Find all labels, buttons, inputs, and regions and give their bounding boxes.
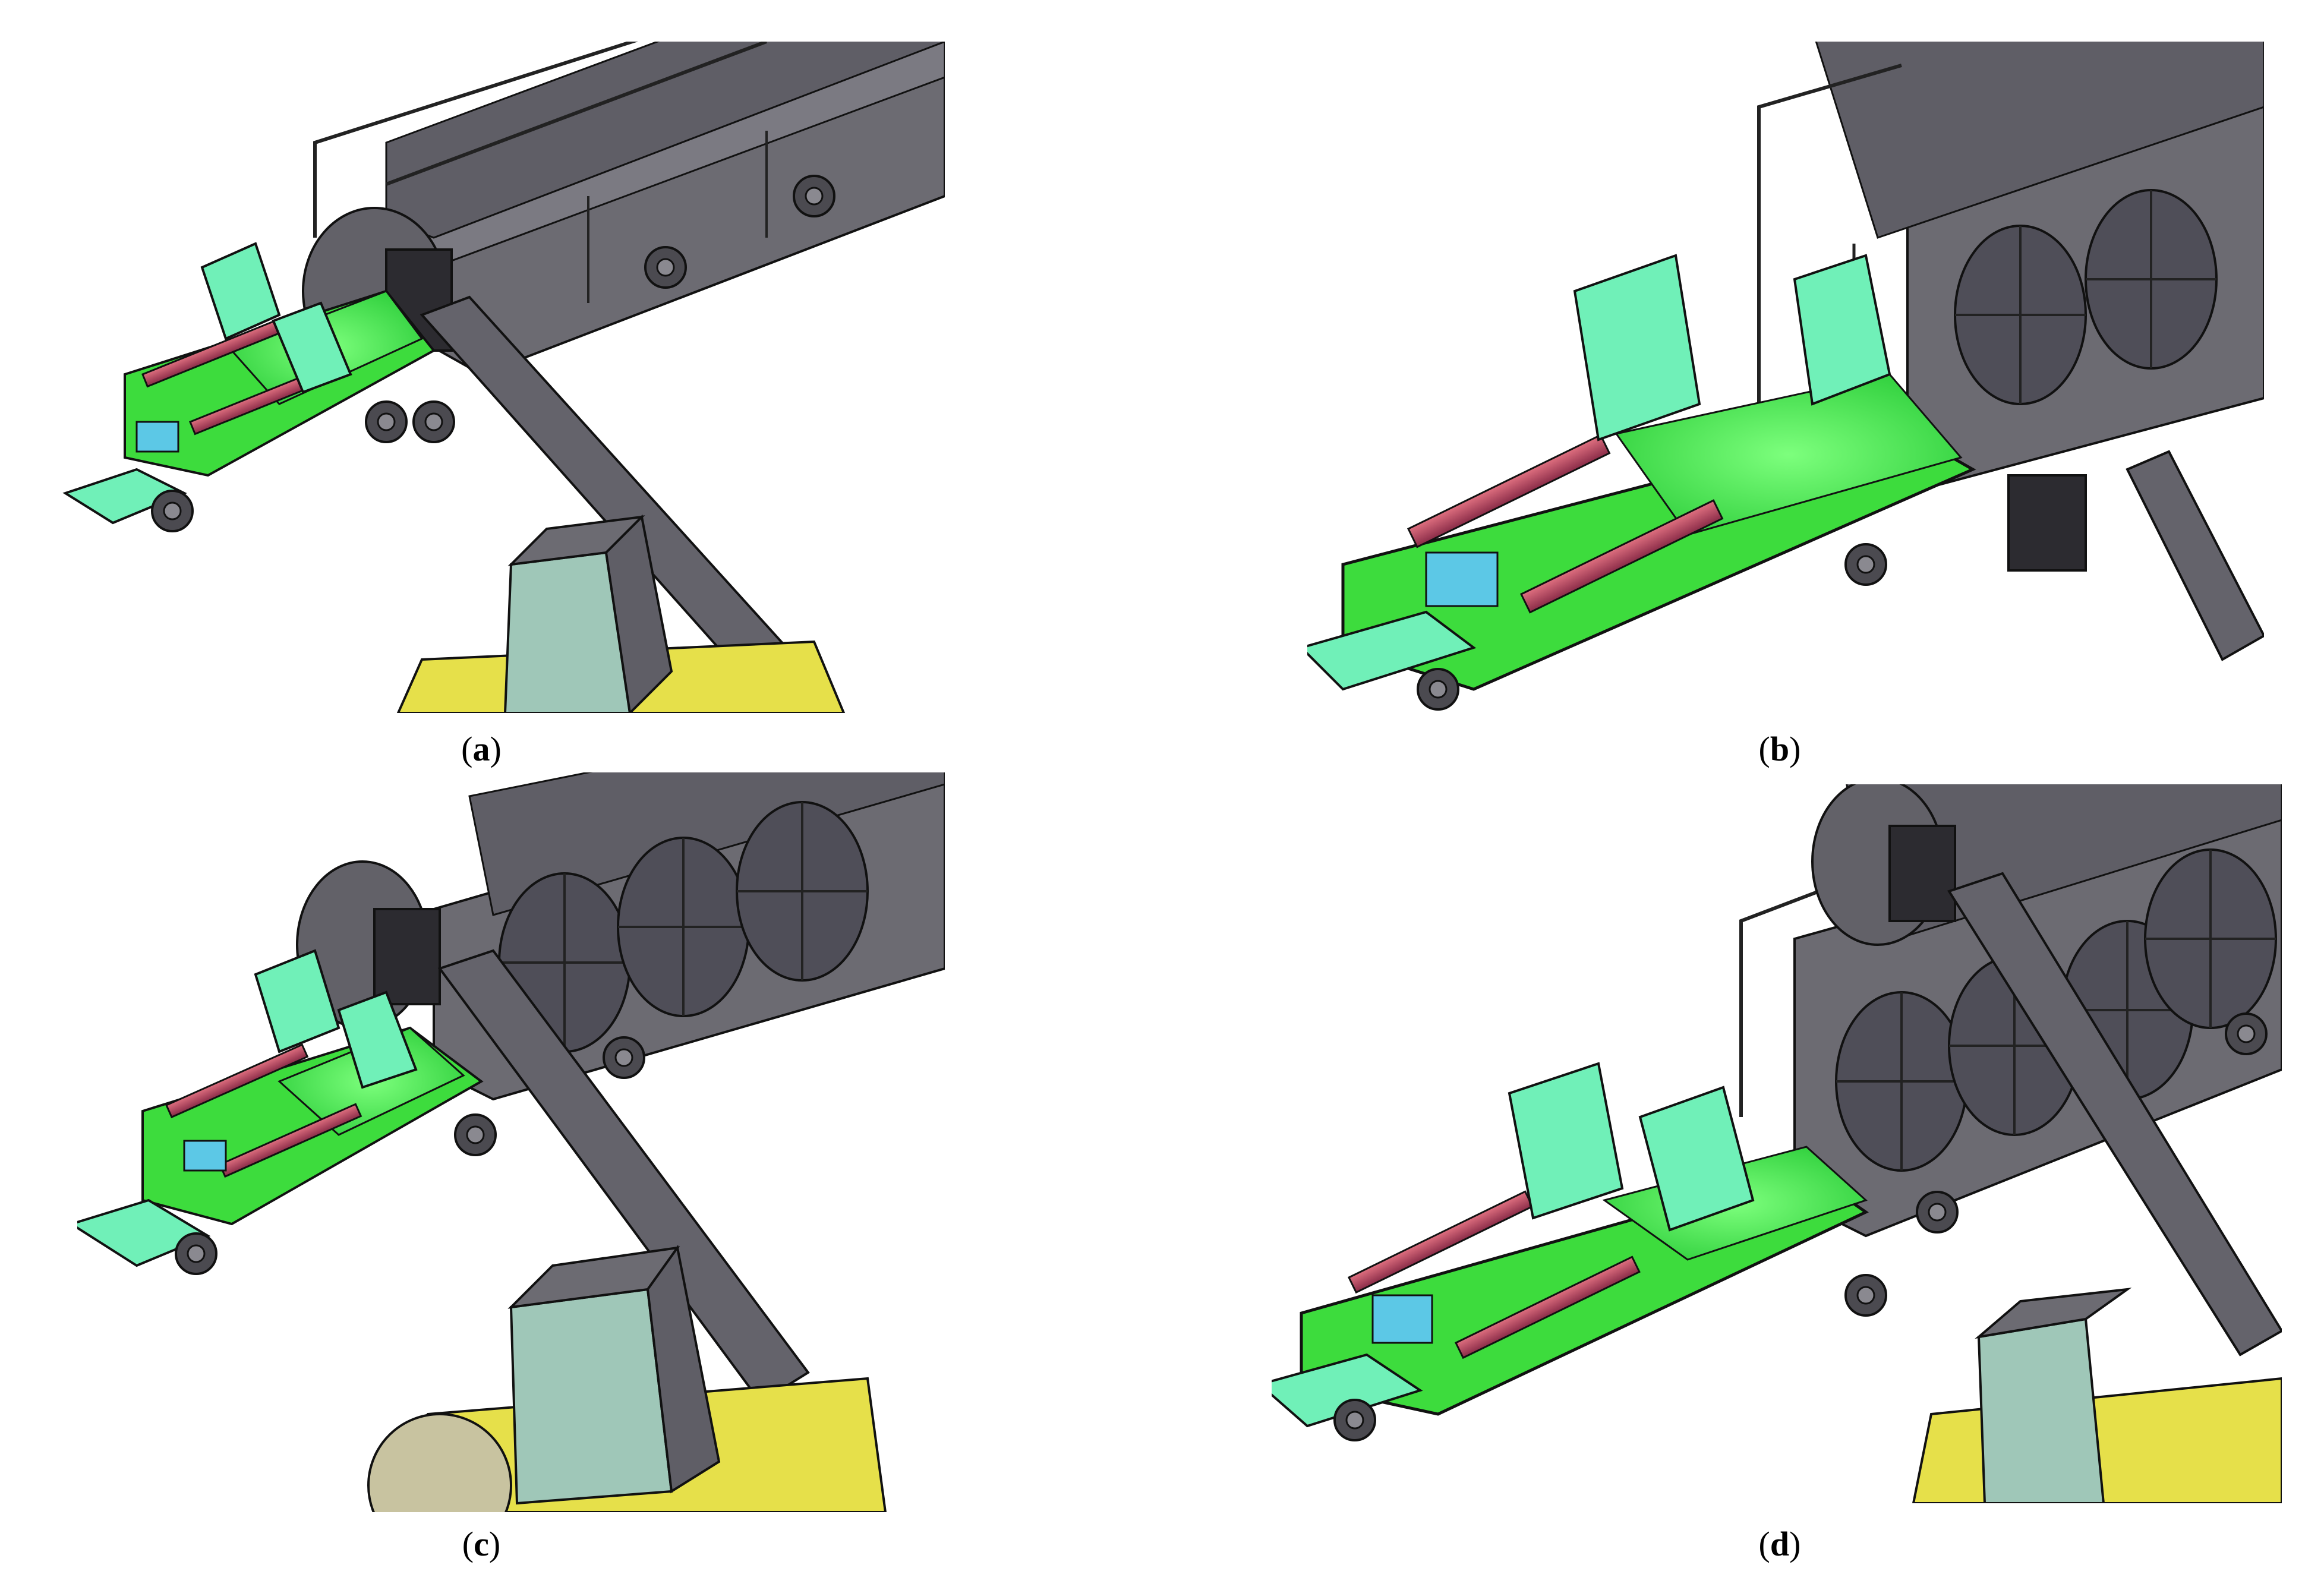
trailer <box>433 772 945 1101</box>
panel-a-label: a <box>472 730 490 768</box>
panel-d-label: d <box>1770 1525 1790 1563</box>
transfer-cart <box>77 949 497 1275</box>
trailer <box>313 42 945 443</box>
loader <box>1912 1288 2282 1503</box>
panel-d-caption: (d) <box>1758 1525 1801 1563</box>
loader-boom <box>1947 872 2282 1356</box>
panel-b-illustration <box>1307 42 2264 713</box>
panel-c-label: c <box>474 1525 489 1563</box>
loader <box>396 514 846 713</box>
trailer <box>1757 42 2264 495</box>
bale-gripper <box>2007 474 2087 572</box>
panel-a-illustration <box>53 42 945 713</box>
panel-b-label: b <box>1770 730 1790 768</box>
loader <box>367 1245 887 1512</box>
bale <box>296 860 441 1029</box>
transfer-cart <box>62 242 455 532</box>
panel-a-caption: (a) <box>461 730 502 768</box>
transfer-cart <box>1272 1062 1887 1441</box>
panel-d-illustration <box>1272 784 2282 1503</box>
panel-c-illustration <box>77 772 945 1512</box>
loader-boom <box>2126 450 2264 661</box>
panel-c-caption: (c) <box>462 1525 501 1563</box>
transfer-cart <box>1307 254 1976 711</box>
bale <box>1811 784 1956 946</box>
panel-b-caption: (b) <box>1758 730 1801 768</box>
